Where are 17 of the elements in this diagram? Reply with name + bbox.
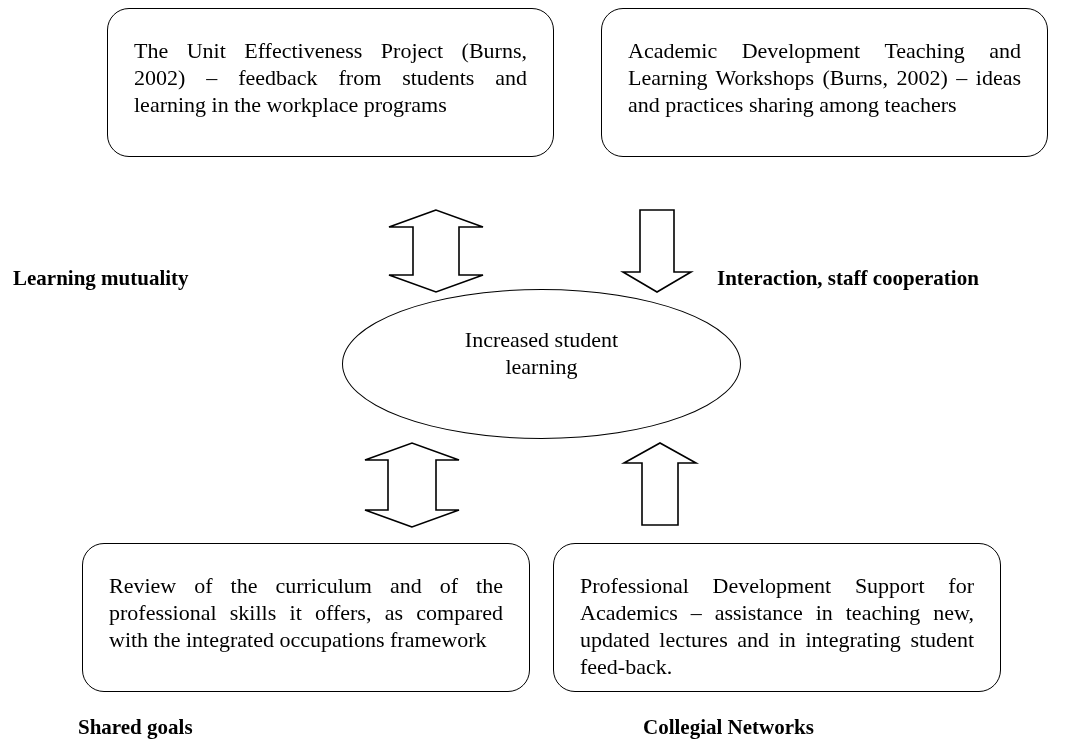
block-arrow (388, 209, 484, 293)
side-label: Collegial Networks (643, 714, 814, 741)
rounded-box (107, 8, 554, 157)
node-text: Professional Development Support for Academics – assistance in teaching new, updated lectures and in integrating student feed-back. (580, 572, 974, 680)
side-label: Interaction, staff cooperation (717, 265, 979, 292)
block-arrow (364, 442, 460, 528)
block-arrow (620, 209, 694, 293)
rounded-box (601, 8, 1048, 157)
node-text: Academic Development Teaching and Learning Workshops (Burns, 2002) – ideas and practices sharing among teachers (628, 37, 1021, 118)
rounded-box (82, 543, 530, 692)
side-label: Learning mutuality (13, 265, 189, 292)
node-text: Increased student learning (463, 326, 620, 380)
node-text: Review of the curriculum and of the professional skills it offers, as compared with the integrated occupations framework (109, 572, 503, 653)
side-label: Shared goals (78, 714, 193, 741)
rounded-box (553, 543, 1001, 692)
block-arrow (620, 442, 700, 526)
node-text: The Unit Effectiveness Project (Burns, 2002) – feedback from students and learning in the workplace programs (134, 37, 527, 118)
